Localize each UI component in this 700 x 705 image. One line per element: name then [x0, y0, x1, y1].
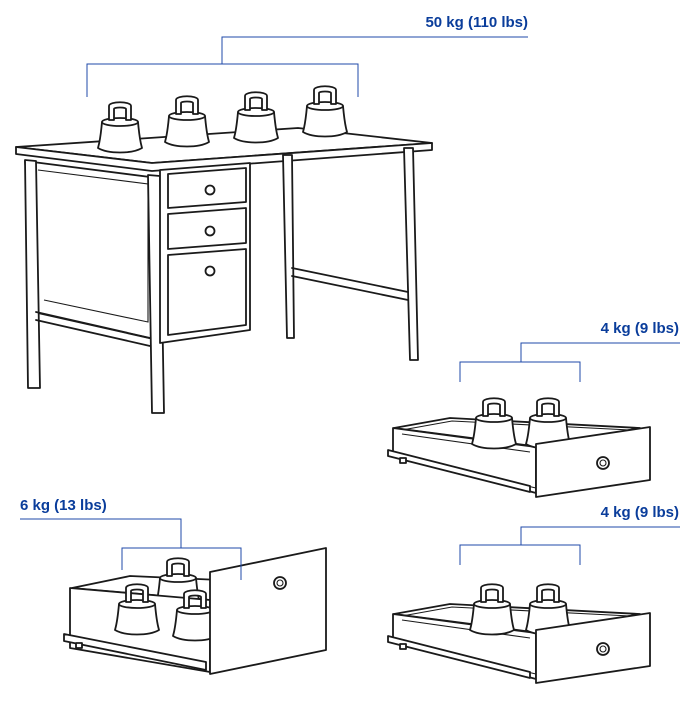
drawer-icon: [387, 397, 651, 498]
weight-icon: [471, 397, 517, 450]
weight-icon: [233, 91, 279, 144]
drawer-icon: [63, 547, 327, 675]
drawer-middle-load-bracket: [459, 526, 680, 565]
knob-icon: [204, 265, 216, 277]
weight-icon: [164, 95, 210, 148]
drawer-top-load-label: 4 kg (9 lbs): [601, 320, 679, 337]
drawer-icon: [387, 583, 651, 684]
drawer-bottom-load-bracket: [20, 518, 242, 580]
drawer-top-load-bracket: [459, 342, 680, 382]
knob-icon: [204, 225, 216, 237]
desk-load-label: 50 kg (110 lbs): [425, 14, 528, 31]
knob-icon: [596, 456, 610, 470]
drawer-middle-load-label: 4 kg (9 lbs): [601, 504, 679, 521]
weight-icon: [302, 85, 348, 138]
knob-icon: [596, 642, 610, 656]
knob-icon: [273, 576, 287, 590]
weight-icon: [469, 583, 515, 636]
weight-icon: [97, 101, 143, 154]
knob-icon: [204, 184, 216, 196]
drawer-bottom-load-label: 6 kg (13 lbs): [20, 497, 107, 514]
desk-icon: [15, 85, 433, 414]
desk-load-bracket: [86, 36, 528, 97]
